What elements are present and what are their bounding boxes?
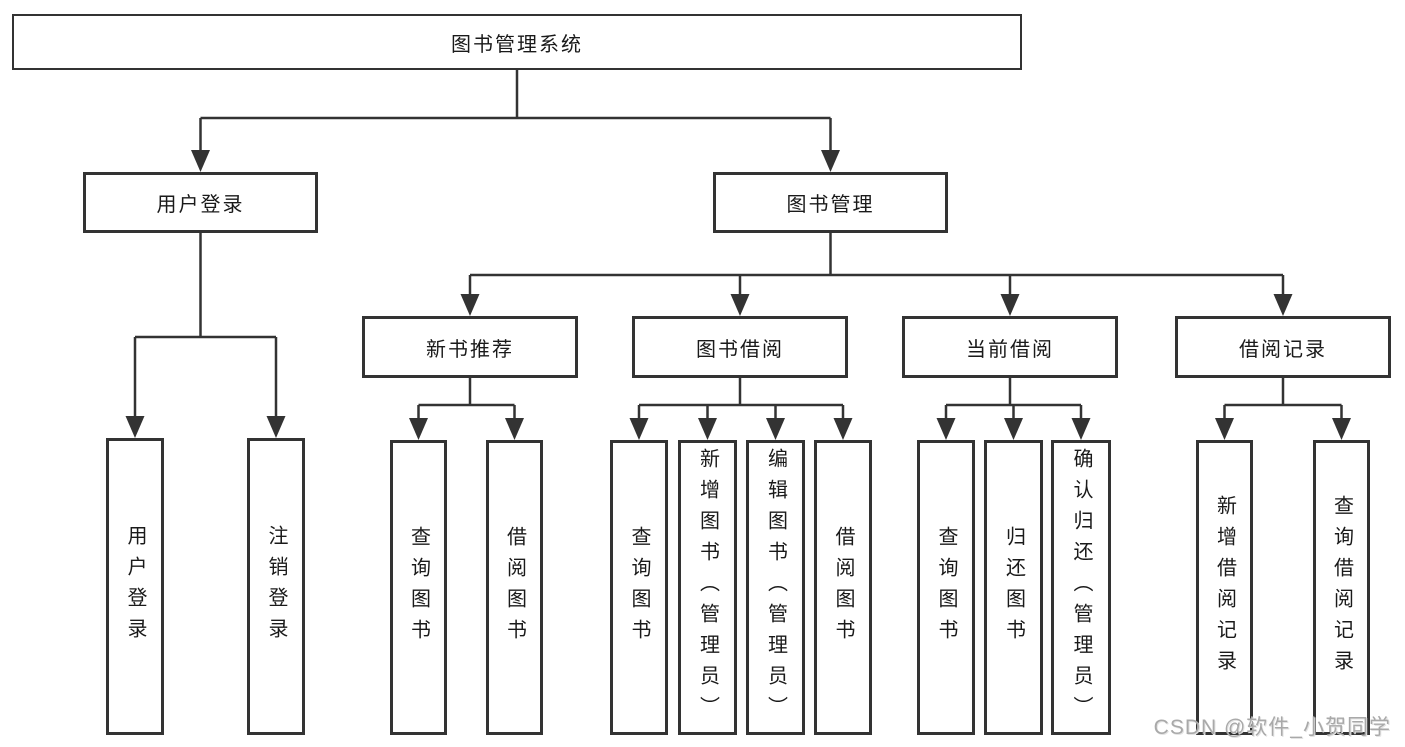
arrowhead [1215, 418, 1234, 440]
arrowhead [1000, 294, 1020, 316]
leaf-return-books: 归还图书 [984, 440, 1043, 735]
node-user-login-module: 用户登录 [83, 172, 318, 233]
tree-connector-lines [133, 70, 1343, 420]
node-new-book-recommendation: 新书推荐 [362, 316, 578, 378]
arrowhead [1004, 418, 1023, 440]
leaf-label: 新增借阅记录 [1213, 494, 1236, 681]
arrowhead [266, 416, 286, 438]
node-book-management: 图书管理 [713, 172, 948, 233]
node-book-borrowing: 图书借阅 [632, 316, 848, 378]
leaf-label: 编辑图书（管理员） [764, 448, 787, 727]
node-label: 图书管理系统 [451, 33, 583, 56]
node-label: 新书推荐 [426, 338, 514, 361]
leaf-add-borrow-record: 新增借阅记录 [1196, 440, 1253, 735]
leaf-label: 注销登录 [265, 524, 287, 649]
leaf-query-books-current: 查询图书 [917, 440, 975, 735]
leaf-label: 借阅图书 [832, 525, 854, 650]
leaf-user-login: 用户登录 [106, 438, 164, 735]
leaf-confirm-return-admin: 确认归还（管理员） [1051, 440, 1111, 735]
csdn-watermark: CSDN @软件_小贺同学 [1153, 716, 1391, 739]
leaf-logout: 注销登录 [247, 438, 305, 735]
node-label: 图书借阅 [696, 338, 784, 361]
node-current-borrowing: 当前借阅 [902, 316, 1118, 378]
arrowhead [833, 418, 853, 440]
leaf-label: 查询图书 [935, 525, 957, 650]
leaf-borrow-books-recommend: 借阅图书 [486, 440, 543, 735]
arrowhead [125, 416, 145, 438]
leaf-label: 查询图书 [628, 525, 650, 650]
leaf-label: 查询图书 [407, 525, 430, 650]
node-label: 图书管理 [786, 194, 875, 216]
leaf-label: 借阅图书 [503, 525, 526, 650]
leaf-edit-book-admin: 编辑图书（管理员） [746, 440, 805, 735]
node-label: 借阅记录 [1239, 338, 1327, 361]
leaf-borrow-books: 借阅图书 [814, 440, 872, 735]
node-library-management-system: 图书管理系统 [12, 14, 1022, 70]
arrowhead [505, 418, 524, 440]
arrowhead [460, 294, 480, 316]
leaf-label: 确认归还（管理员） [1070, 448, 1092, 727]
node-label: 用户登录 [156, 194, 245, 216]
arrowhead [409, 418, 428, 440]
arrowhead [629, 418, 649, 440]
leaf-query-borrow-record: 查询借阅记录 [1313, 440, 1370, 735]
arrowhead [821, 150, 840, 172]
arrowhead [1071, 418, 1091, 440]
leaf-label: 新增图书（管理员） [696, 448, 719, 727]
leaf-query-books-recommend: 查询图书 [390, 440, 447, 735]
leaf-query-books-borrow: 查询图书 [610, 440, 668, 735]
arrowhead [1273, 294, 1293, 316]
leaf-label: 用户登录 [124, 524, 146, 649]
arrowhead [936, 418, 956, 440]
leaf-label: 归还图书 [1002, 525, 1025, 650]
arrowhead [730, 294, 750, 316]
node-borrowing-records: 借阅记录 [1175, 316, 1391, 378]
arrowhead [698, 418, 717, 440]
arrowhead [766, 418, 785, 440]
arrowhead [1332, 418, 1351, 440]
leaf-add-book-admin: 新增图书（管理员） [678, 440, 737, 735]
leaf-label: 查询借阅记录 [1330, 494, 1353, 681]
arrowhead [191, 150, 210, 172]
node-label: 当前借阅 [966, 338, 1054, 361]
